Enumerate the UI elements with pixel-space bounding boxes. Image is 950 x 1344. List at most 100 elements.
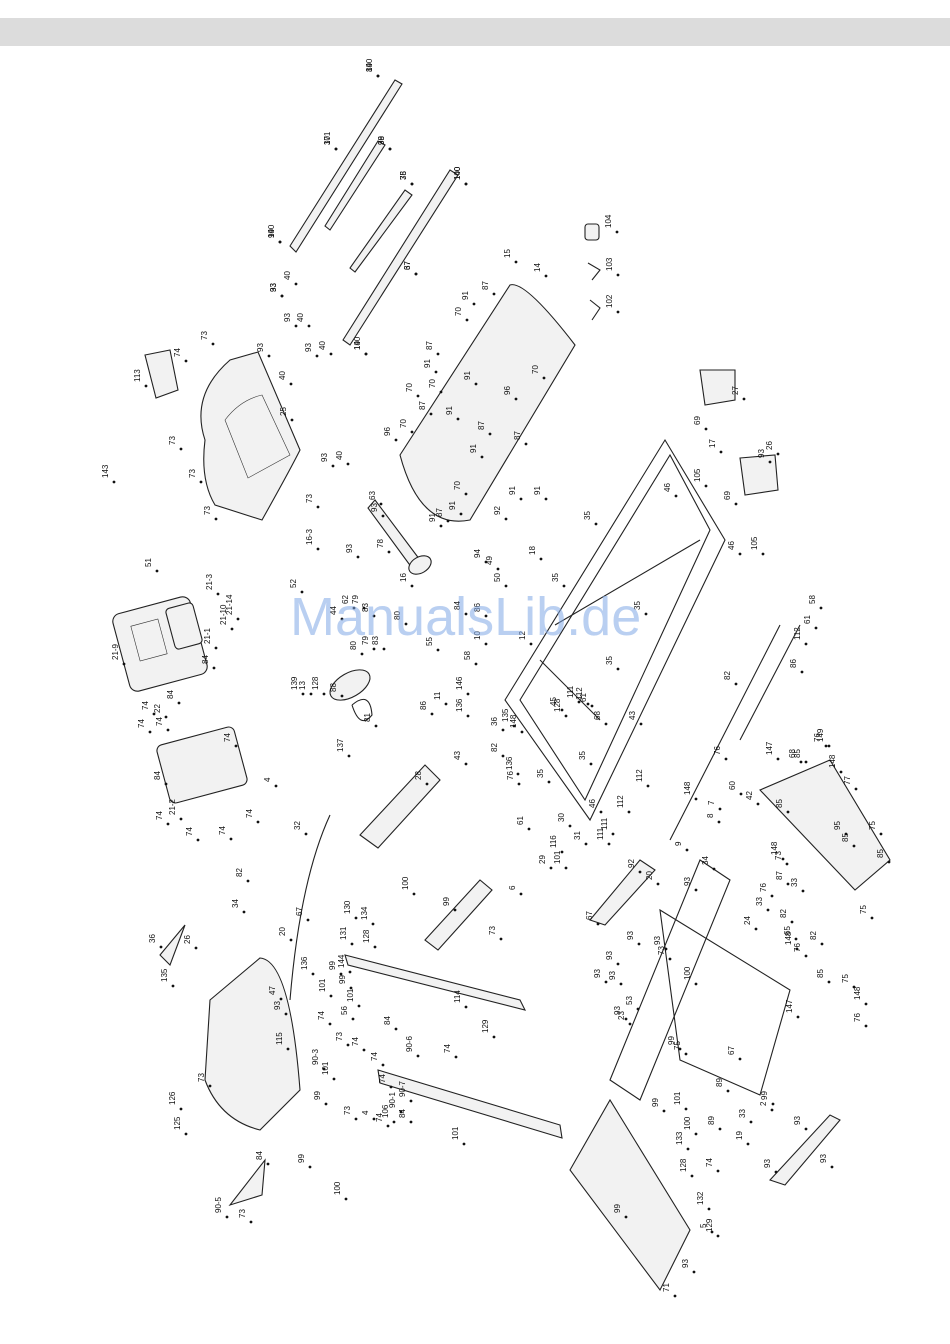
main-frame <box>504 369 779 822</box>
callout-dot <box>794 937 798 941</box>
callout-label: 87 <box>481 281 490 290</box>
callout-label: 93 <box>626 931 635 940</box>
callout-label: 62 <box>341 595 350 604</box>
console-unit <box>112 596 248 804</box>
callout-label: 33 <box>738 1109 747 1118</box>
callout-label: 143 <box>101 464 110 478</box>
callout-label: 8 <box>706 813 715 818</box>
callout-label: 35 <box>536 769 545 778</box>
callout-label: 42 <box>745 791 754 800</box>
header-bar <box>0 18 950 46</box>
callout-label: 74 <box>185 827 194 836</box>
callout-label: 144 <box>337 954 346 968</box>
callout-label: 99 <box>338 975 347 984</box>
callout-dot <box>827 980 831 984</box>
callout-label: 75 <box>399 171 408 180</box>
callout-dot <box>674 494 678 498</box>
callout-label: 15 <box>503 249 512 258</box>
callout-dot <box>694 888 698 892</box>
callout-dot <box>746 1142 750 1146</box>
callout-label: 40 <box>296 313 305 322</box>
callout-dot <box>301 692 305 696</box>
callout-dot <box>512 724 516 728</box>
callout-dot <box>354 916 358 920</box>
callout-label: 21-10 <box>219 604 228 625</box>
callout-dot <box>644 612 648 616</box>
callout-dot <box>290 418 294 422</box>
callout-dot <box>519 497 523 501</box>
callout-dot <box>274 784 278 788</box>
callout-dot <box>404 622 408 626</box>
callout-label: 25 <box>279 407 288 416</box>
callout-dot <box>717 820 721 824</box>
callout-dot <box>560 850 564 854</box>
callout-dot <box>514 260 518 264</box>
motor <box>329 669 373 722</box>
callout-dot <box>315 354 319 358</box>
callout-label: 76 <box>506 771 515 780</box>
callout-label: 99 <box>651 1098 660 1107</box>
callout-dot <box>646 784 650 788</box>
callout-dot <box>694 797 698 801</box>
callout-label: 93 <box>819 1154 828 1163</box>
callout-label: 23 <box>617 1011 626 1020</box>
callout-dot <box>734 682 738 686</box>
callout-label: 82 <box>723 671 732 680</box>
callout-label: 40 <box>278 371 287 380</box>
callout-label: 73 <box>343 1106 352 1115</box>
callout-dot <box>819 606 823 610</box>
callout-dot <box>474 382 478 386</box>
callout-dot <box>594 522 598 526</box>
callout-dot <box>639 722 643 726</box>
running-belt <box>399 284 576 522</box>
callout-dot <box>520 730 524 734</box>
callout-dot <box>527 827 531 831</box>
callout-dot <box>300 590 304 594</box>
callout-label: 74 <box>375 1113 384 1122</box>
side-covers <box>159 859 841 1207</box>
callout-label: 74 <box>218 826 227 835</box>
callout-label: 67 <box>403 261 412 270</box>
callout-dot <box>814 626 818 630</box>
callout-dot <box>474 662 478 666</box>
callout-label: 69 <box>723 491 732 500</box>
callout-dot <box>322 692 326 696</box>
callout-dot <box>371 922 375 926</box>
callout-label: 73 <box>197 1073 206 1082</box>
callout-label: 14 <box>533 263 542 272</box>
callout-label: 93 <box>653 936 662 945</box>
callout-dot <box>519 892 523 896</box>
callout-label: 35 <box>633 601 642 610</box>
callout-label: 73 <box>188 469 197 478</box>
callout-dot <box>712 867 716 871</box>
callout-label: 70 <box>399 419 408 428</box>
callout-label: 101 <box>553 850 562 864</box>
callout-label: 92 <box>493 506 502 515</box>
callout-label: 82 <box>490 743 499 752</box>
callout-dot <box>517 782 521 786</box>
callout-label: 37 <box>403 261 412 270</box>
callout-label: 106 <box>381 1104 390 1118</box>
callout-label: 19 <box>735 1131 744 1140</box>
callout-label: 148 <box>509 714 518 728</box>
callout-dot <box>852 844 856 848</box>
callout-label: 76 <box>713 746 722 755</box>
callout-dot <box>662 1109 666 1113</box>
callout-label: 35 <box>578 751 587 760</box>
callout-dot <box>324 1102 328 1106</box>
callout-dot <box>234 744 238 748</box>
callout-dot <box>386 1124 390 1128</box>
callout-label: 82 <box>235 868 244 877</box>
callout-dot <box>329 994 333 998</box>
callout-label: 78 <box>376 539 385 548</box>
callout-label: 73 <box>200 331 209 340</box>
callout-dot <box>615 230 619 234</box>
callout-dot <box>196 838 200 842</box>
callout-label: 19 <box>353 341 362 350</box>
callout-dot <box>425 782 429 786</box>
callout-dot <box>199 480 203 484</box>
callout-dot <box>504 584 508 588</box>
callout-dot <box>694 982 698 986</box>
callout-label: 133 <box>675 1131 684 1145</box>
callout-label: 128 <box>362 929 371 943</box>
